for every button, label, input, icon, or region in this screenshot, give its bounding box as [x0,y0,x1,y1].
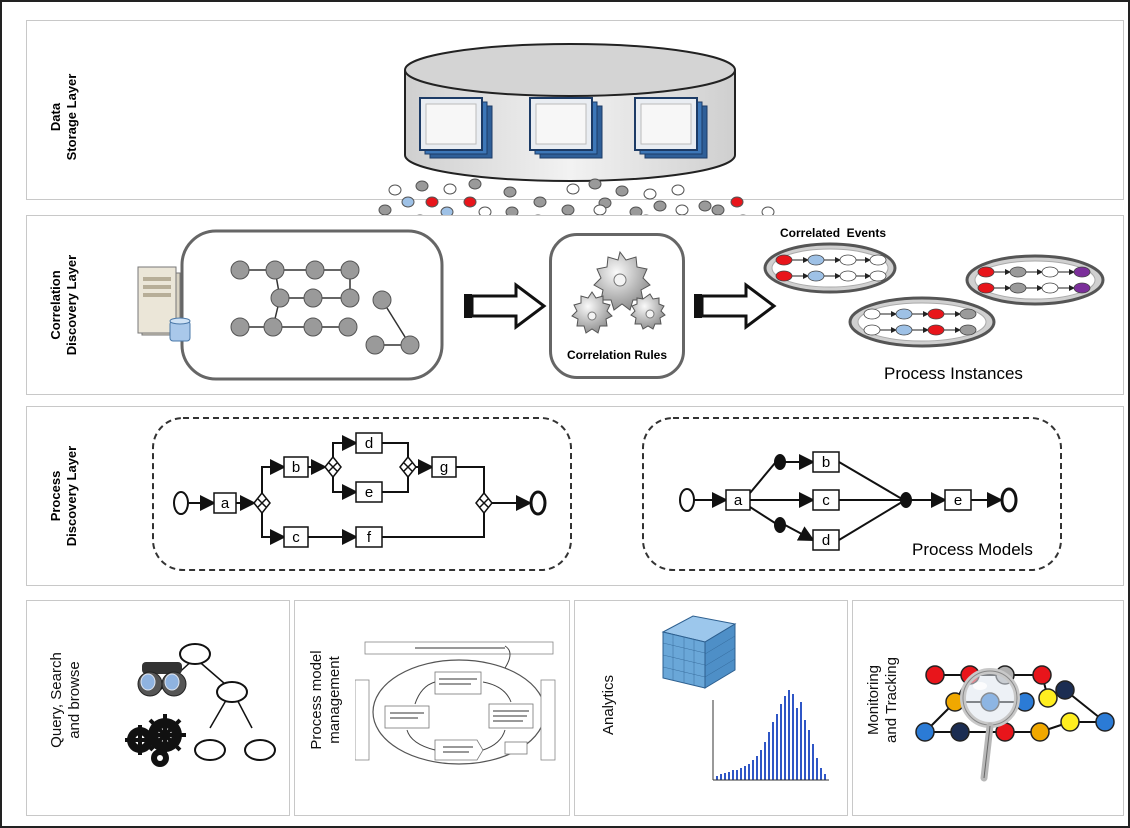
binoculars-icon [137,662,187,697]
analytics-label: Analytics [600,674,617,736]
magnifier-icon [960,668,1020,782]
histogram-bars [716,690,826,780]
query-label-line1: Query, Search [48,652,65,748]
process-instances-label: Process Instances [884,364,1023,383]
monitoring-graph-graphic [915,665,1115,782]
node-g: g [440,459,448,476]
query-search-panel [26,600,290,816]
process-instances-graphic [763,242,1105,348]
correlation-layer-label: Correlation Discovery Layer [48,243,82,367]
correlated-events-label: Correlated Events [780,226,887,240]
data-storage-layer-label: Data Storage Layer [48,62,82,172]
query-tree-graphic [125,643,276,767]
data-store-stack-1 [419,97,493,159]
data-cube-icon [661,615,737,689]
process-model-right: a b c d e [642,417,1062,571]
server-icon [137,266,191,342]
node-d: d [822,532,830,549]
instance-group-1 [763,242,897,294]
node-c: c [292,529,300,546]
monitoring-tracking-label: Monitoring and Tracking [865,645,905,755]
node-b: b [822,454,830,471]
process-models-label: Process Models [912,540,1033,559]
process-model-left: a b c d e f g [152,417,572,571]
node-b: b [292,459,300,476]
management-cycle-diagram [355,641,556,765]
instance-group-3 [848,296,996,348]
event-graph-box [137,229,444,381]
instance-group-2 [965,254,1105,306]
gateway-xor [253,455,493,515]
data-store-stack-2 [529,97,603,159]
query-label-line2: and browse [66,661,83,739]
pmm-label-line1: Process model [308,650,325,750]
correlation-label-line1: Correlation [48,270,63,340]
correlation-rules-label: Correlation Rules [566,348,668,362]
gears-icon [571,250,666,334]
database-cylinder-icon [404,43,736,182]
node-f: f [367,529,372,546]
node-e: e [954,492,962,509]
process-layer-label: Process Discovery Layer [48,441,82,551]
node-a: a [221,495,230,512]
monitoring-label-line1: Monitoring [865,664,882,736]
arrow-right-icon-2 [694,282,777,330]
node-e: e [365,484,373,501]
pmm-label-line2: management [326,656,343,744]
query-search-label: Query, Search and browse [48,640,88,760]
data-store-stack-3 [634,97,708,159]
node-a: a [734,492,743,509]
monitoring-label-line2: and Tracking [883,657,900,743]
process-label-line1: Process [48,470,63,522]
storage-label-line1: Data [48,102,63,132]
node-c: c [822,492,830,509]
storage-label-line2: Storage Layer [64,73,79,161]
analytics-graphic [661,615,829,781]
correlation-label-line2: Discovery Layer [64,254,79,356]
node-d: d [365,435,373,452]
arrow-right-icon [464,282,547,330]
process-label-line2: Discovery Layer [64,445,79,547]
process-model-management-label: Process model management [308,640,348,760]
